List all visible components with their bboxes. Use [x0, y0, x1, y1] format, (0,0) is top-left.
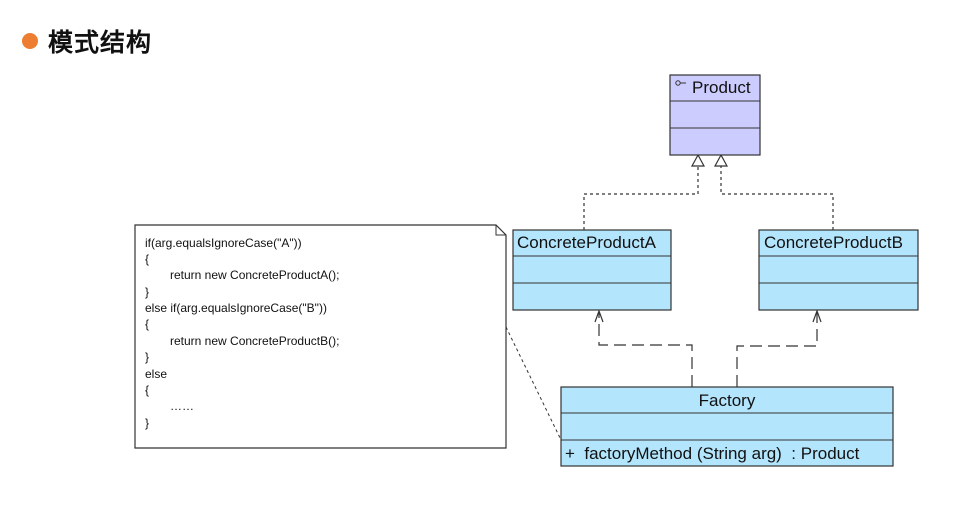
- operation-factory-method: + factoryMethod (String arg) : Product: [565, 444, 860, 463]
- note-fold-corner: [495, 225, 506, 236]
- note-line: }: [145, 416, 149, 430]
- interface-icon: [675, 80, 686, 86]
- section-heading: 模式结构: [22, 24, 152, 58]
- note-line: else if(arg.equalsIgnoreCase("B")): [145, 301, 327, 315]
- note-line: {: [145, 317, 149, 331]
- dependency-b: [736, 309, 822, 387]
- bullet-dot-icon: [22, 33, 38, 49]
- class-concrete-product-b[interactable]: ConcreteProductB: [758, 229, 919, 311]
- class-name-concrete-product-a: ConcreteProductA: [517, 233, 657, 252]
- class-factory[interactable]: Factory + factoryMethod (String arg) : P…: [560, 386, 894, 467]
- note-anchor-line: [505, 326, 564, 445]
- code-note[interactable]: if(arg.equalsIgnoreCase("A")) { return n…: [134, 224, 507, 449]
- class-name-factory: Factory: [699, 391, 756, 410]
- dependency-arrowhead-a: [594, 309, 604, 323]
- realization-b: [713, 153, 834, 230]
- note-line: }: [145, 285, 149, 299]
- note-line: ……: [170, 399, 194, 413]
- class-concrete-product-a[interactable]: ConcreteProductA: [512, 229, 672, 311]
- dependency-arrowhead-b: [812, 309, 822, 323]
- note-line: {: [145, 252, 149, 266]
- note-line: return new ConcreteProductA();: [170, 268, 339, 282]
- note-line: {: [145, 383, 149, 397]
- class-name-concrete-product-b: ConcreteProductB: [764, 233, 903, 252]
- note-line: }: [145, 350, 149, 364]
- dependency-a: [594, 309, 693, 387]
- realization-arrowhead-a: [690, 153, 706, 167]
- note-line: else: [145, 367, 167, 381]
- class-product[interactable]: Product: [669, 74, 761, 156]
- realization-a: [583, 153, 706, 230]
- class-name-product: Product: [692, 78, 751, 97]
- realization-arrowhead-b: [713, 153, 729, 167]
- page-title: 模式结构: [48, 28, 153, 57]
- note-line: return new ConcreteProductB();: [170, 334, 339, 348]
- note-line: if(arg.equalsIgnoreCase("A")): [145, 236, 302, 250]
